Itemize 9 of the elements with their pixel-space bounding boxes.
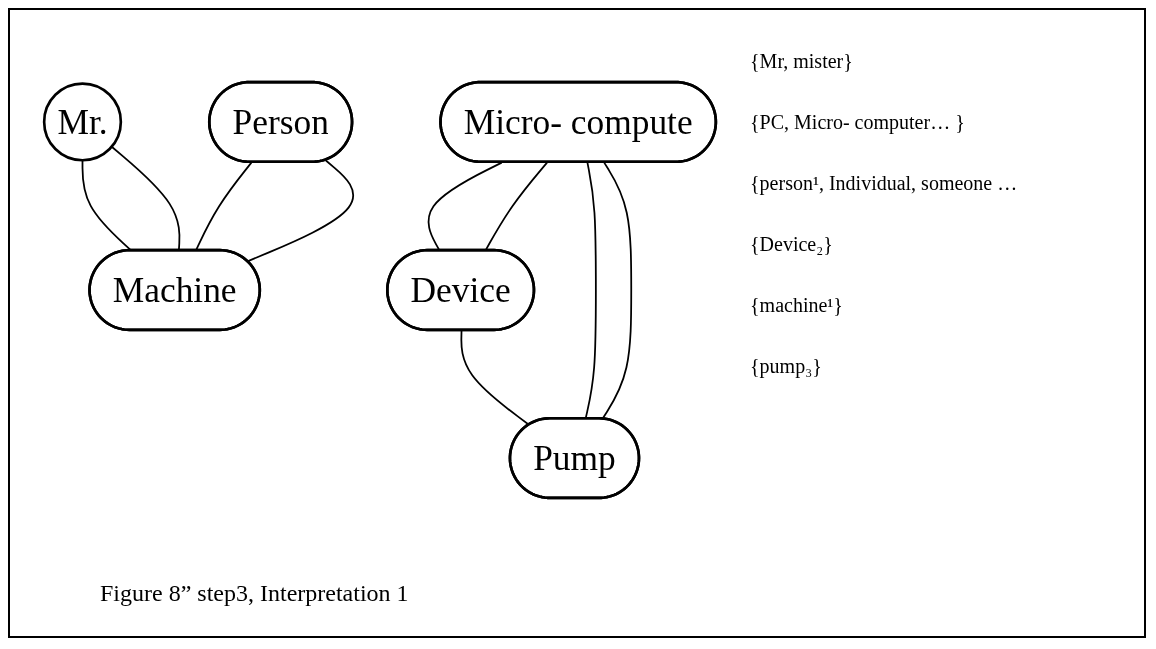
synonym-set: {PC, Micro- computer… } bbox=[750, 111, 966, 134]
node-circle: Mr. bbox=[42, 82, 123, 162]
figure-caption: Figure 8” step3, Interpretation 1 bbox=[100, 580, 409, 607]
synonym-set: {person¹, Individual, someone … bbox=[750, 172, 1019, 195]
synonym-set: {machine¹} bbox=[750, 294, 844, 317]
synonym-set: {pump₃} bbox=[750, 355, 823, 378]
synonym-set: {Device₂} bbox=[750, 233, 834, 256]
connector bbox=[246, 159, 355, 263]
synonym-set: {Mr, mister} bbox=[750, 50, 854, 73]
